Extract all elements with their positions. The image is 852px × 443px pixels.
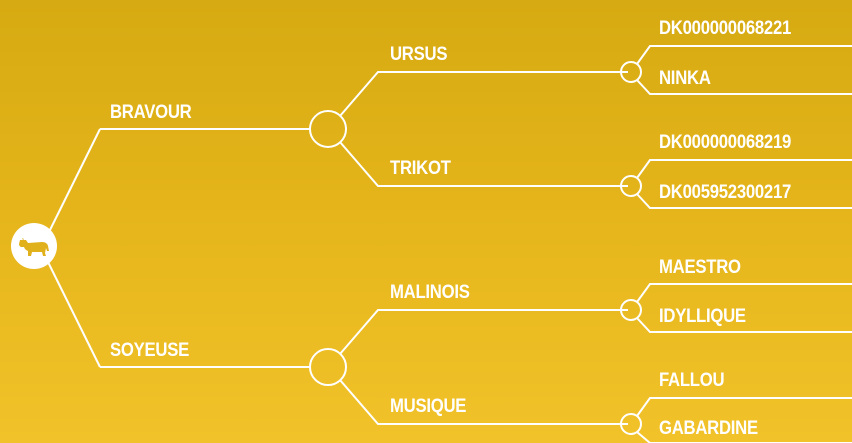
connector-root-dam [47, 261, 101, 368]
root-animal-node [11, 223, 57, 269]
connector-musique-gabardine [636, 431, 852, 443]
connector-trikot-dk005952300217 [636, 193, 852, 209]
ancestor-label: GABARDINE [659, 418, 758, 439]
node-circle-musique [620, 413, 642, 435]
connector-musique-fallou [636, 397, 852, 417]
ancestor-label: DK000000068221 [659, 18, 792, 39]
connector-bravour-ursus [339, 71, 628, 117]
connector-malinois-maestro [636, 283, 852, 303]
maternal-granddam-label: MUSIQUE [390, 396, 467, 417]
ancestor-label: FALLOU [659, 370, 725, 391]
node-circle-trikot [620, 175, 642, 197]
connector-ursus-ninka [636, 79, 852, 95]
paternal-granddam-label: TRIKOT [390, 158, 451, 179]
dam-label: SOYEUSE [110, 340, 189, 361]
ancestor-label: DK005952300217 [659, 182, 792, 203]
node-circle-ursus [620, 61, 642, 83]
node-circle-soyeuse [309, 348, 347, 386]
cow-icon [19, 238, 49, 256]
connector-soyeuse-malinois [339, 309, 628, 355]
sire-label: BRAVOUR [110, 102, 192, 123]
connector-root-sire [47, 128, 101, 235]
maternal-grandsire-label: MALINOIS [390, 282, 470, 303]
connector-ursus-dk000000068221 [636, 45, 852, 65]
ancestor-label: IDYLLIQUE [659, 306, 746, 327]
connector-malinois-idyllique [636, 317, 852, 333]
connector-bravour-trikot [339, 141, 628, 187]
ancestor-label: NINKA [659, 68, 711, 89]
connector-trikot-dk000000068219 [636, 159, 852, 179]
node-circle-bravour [309, 110, 347, 148]
ancestor-label: MAESTRO [659, 257, 741, 278]
paternal-grandsire-label: URSUS [390, 44, 448, 65]
connector-soyeuse-musique [339, 379, 628, 425]
node-circle-malinois [620, 299, 642, 321]
ancestor-label: DK000000068219 [659, 132, 792, 153]
